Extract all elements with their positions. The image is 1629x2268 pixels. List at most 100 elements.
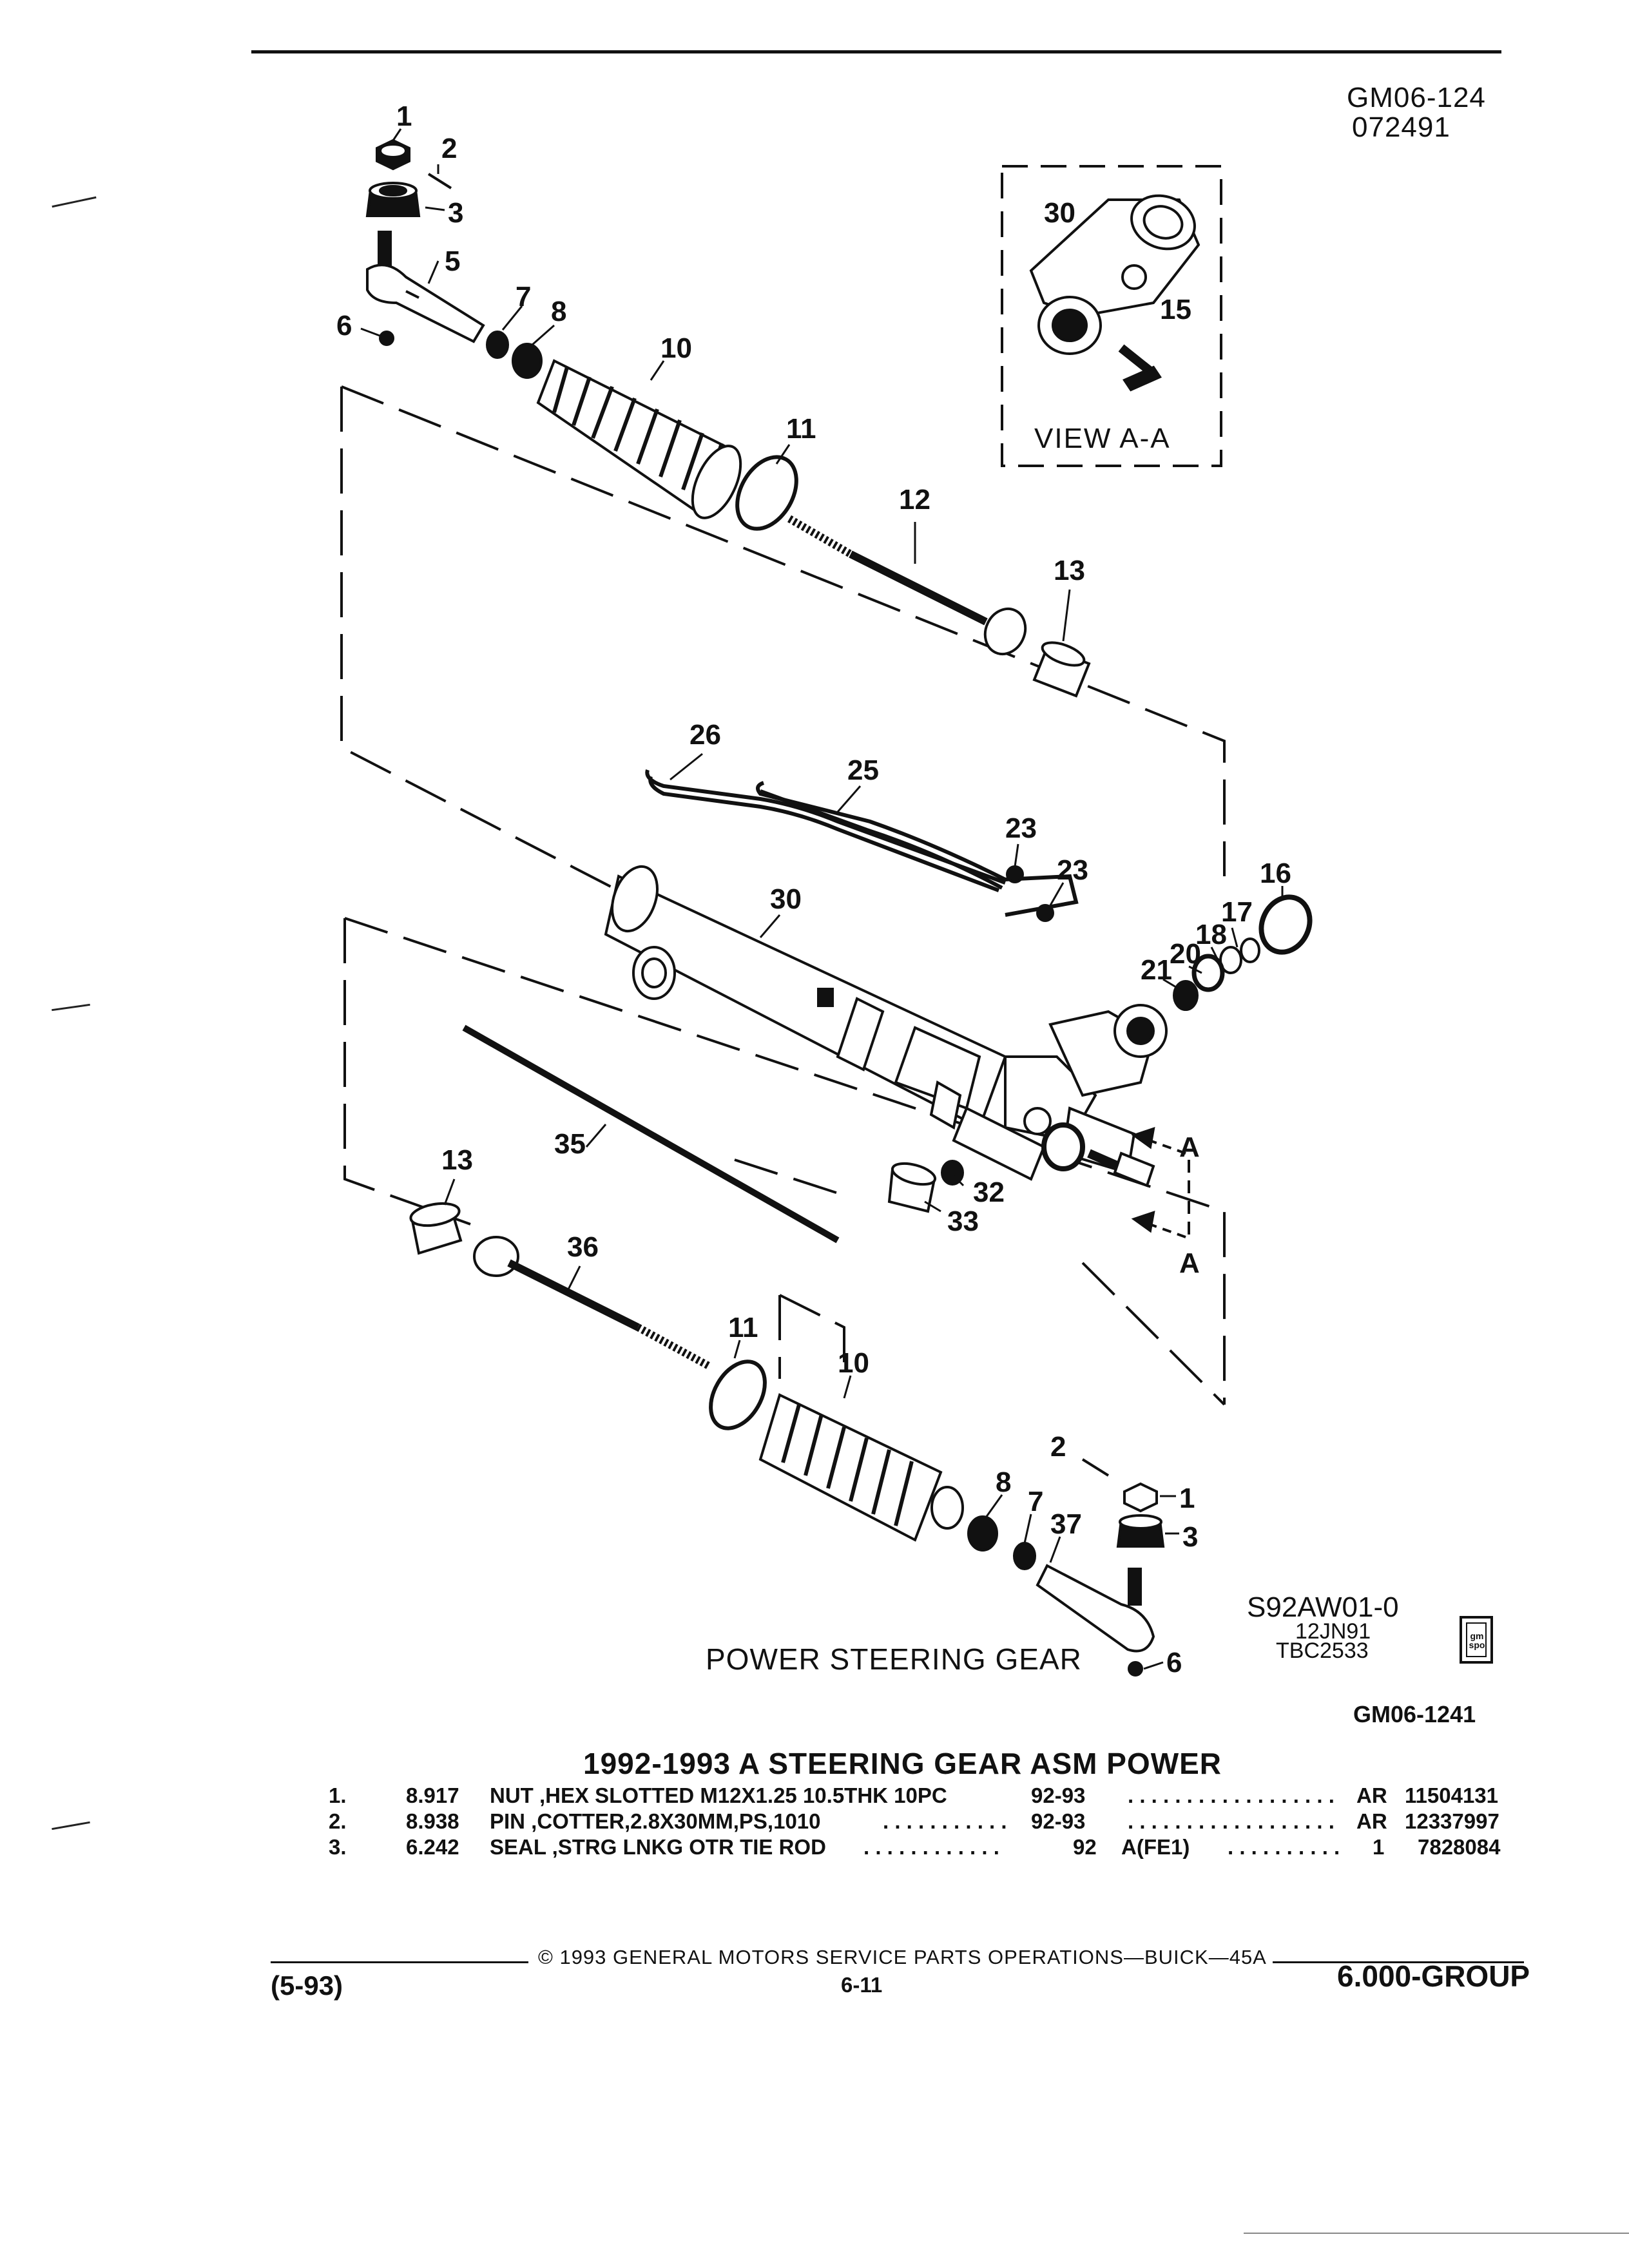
callout-7-lower: 7 [1028,1486,1043,1517]
nut-part-7 [486,331,509,359]
bushing-part-13-upper [1032,641,1091,698]
callout-11: 11 [786,413,816,445]
callout-13-lower: 13 [441,1144,473,1176]
parts-row: 2. 8.938 PIN ,COTTER,2.8X30MM,PS,1010 . … [329,1809,1521,1838]
callout-1: 1 [396,101,412,132]
scan-mark [52,1821,90,1831]
callout-2-lower: 2 [1050,1431,1066,1463]
callout-15: 15 [1160,294,1191,325]
top-rule [251,50,1501,53]
scan-line [1244,2233,1629,2234]
callout-20: 20 [1170,938,1201,970]
callout-30: 30 [770,883,802,915]
nut-part-7-lower [1013,1542,1036,1570]
boot-part-10-lower [758,1393,964,1542]
row-years: 92 [1073,1835,1097,1859]
seal-cap-part-32-33 [887,1160,964,1213]
jam-nut-part-8-lower [967,1515,998,1552]
row-leader: . . . . . . . . . . . . [863,1835,999,1859]
row-description: SEAL ,STRG LNKG OTR TIE ROD [490,1835,826,1859]
row-leader: . . . . . . . . . . [1228,1835,1340,1859]
callout-8: 8 [551,296,566,327]
callout-8-lower: 8 [996,1466,1011,1498]
callout-3-lower: 3 [1182,1521,1198,1553]
inner-tie-rod-part-36 [473,1236,711,1370]
illustration-id: S92AW01-0 [1247,1591,1399,1623]
row-years: 92-93 [1031,1809,1086,1833]
pipe-lines-part-25-26 [645,769,1079,917]
row-code: 8.917 [406,1783,459,1807]
badge-text: gm spo [1469,1631,1485,1650]
leader-lines [360,128,1284,1670]
row-qty: 1 [1373,1835,1385,1859]
row-qty: AR [1356,1783,1387,1807]
callout-23a: 23 [1005,812,1037,844]
parts-list-heading: 1992-1993 A STEERING GEAR ASM POWER [583,1747,1222,1780]
callout-10-lower: 10 [838,1347,869,1379]
parts-row: 3. 6.242 SEAL ,STRG LNKG OTR TIE ROD . .… [329,1835,1521,1863]
callout-13: 13 [1054,555,1085,586]
callout-7: 7 [516,281,531,312]
gear-housing-part-30 [604,865,1168,1187]
section-arrows [1131,1127,1190,1238]
callout-5: 5 [445,245,460,277]
footer-rule-left [271,1961,528,1963]
section-marker-a2: A [1179,1247,1200,1279]
parts-row: 1. 8.917 NUT ,HEX SLOTTED M12X1.25 10.5T… [329,1783,1521,1812]
callout-37: 37 [1050,1508,1082,1540]
ref-code: GM06-124 [1347,82,1486,113]
lower-boundary-line [343,918,471,1225]
rod-part-35 [462,1024,840,1244]
footer-rule-right [1273,1961,1524,1963]
view-aa-detail [1029,194,1200,392]
callout-10: 10 [660,332,692,364]
lower-boundary-line [344,917,1226,1405]
badge-inner [1466,1622,1487,1657]
row-years: 92-93 [1031,1783,1086,1807]
upper-boundary-line [341,385,1226,876]
ref-date: 072491 [1352,111,1451,143]
row-leader: . . . . . . . . . . . . . . . . . . [1128,1809,1335,1833]
row-item: 2. [329,1809,347,1833]
callout-18: 18 [1195,919,1227,950]
callout-35: 35 [554,1128,586,1160]
section-marker-a1: A [1179,1131,1200,1163]
cotter-pin-part-2 [427,173,452,189]
copyright: © 1993 GENERAL MOTORS SERVICE PARTS OPER… [538,1946,1267,1968]
valve-seals-part-16-21 [1173,894,1313,1011]
fitting-part-6 [379,331,394,346]
gm-spo-badge: gm spo [1460,1616,1493,1664]
hex-nut-part-1-lower [1123,1482,1158,1513]
callout-6-lower: 6 [1166,1647,1182,1678]
callout-1-lower: 1 [1179,1483,1195,1514]
callout-16: 16 [1260,858,1291,889]
callout-36: 36 [567,1231,599,1263]
row-qty: AR [1356,1809,1387,1833]
fitting-part-6-lower [1128,1661,1143,1677]
fitting-part-23 [1006,865,1024,883]
callout-25: 25 [847,754,879,786]
callout-21: 21 [1141,954,1172,986]
outer-tie-rod-part-37 [1036,1564,1155,1653]
row-part-number: 11504131 [1405,1783,1499,1807]
seal-part-3-lower [1116,1514,1165,1548]
row-item: 1. [329,1783,347,1807]
callout-6: 6 [336,310,352,341]
callout-30-view: 30 [1044,197,1075,229]
callout-2: 2 [441,133,457,164]
edition: (5-93) [271,1970,343,2001]
row-qualifier: A(FE1) [1121,1835,1190,1859]
row-part-number: 7828084 [1418,1835,1501,1859]
callout-12: 12 [899,484,930,515]
clamp-part-11-lower [709,1360,767,1430]
fitting-part-23 [1036,904,1054,922]
row-code: 8.938 [406,1809,459,1833]
jam-nut-part-8 [512,343,543,379]
upper-boundary-line [340,387,716,942]
clamp-part-11-upper [735,455,798,531]
diagram-caption: POWER STEERING GEAR [706,1642,1082,1676]
exploded-diagram: 1 2 3 5 6 7 8 10 11 12 13 15 16 17 18 20… [336,101,1313,1678]
view-label: VIEW A-A [1034,423,1171,454]
row-description: NUT ,HEX SLOTTED M12X1.25 10.5THK 10PC [490,1783,947,1807]
seal-part-3 [365,182,421,217]
